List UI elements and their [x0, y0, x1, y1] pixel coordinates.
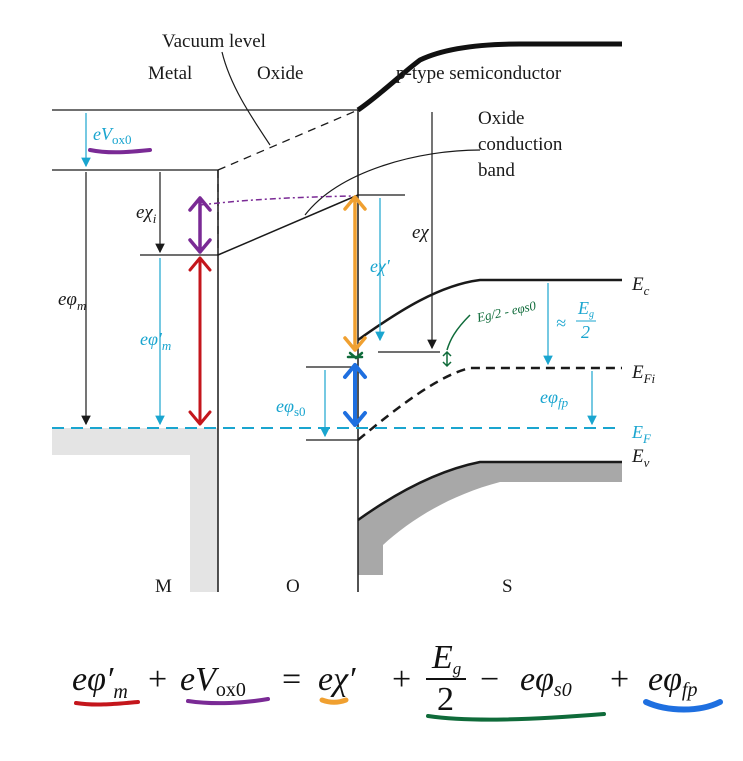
oxide-cb-leader	[304, 149, 481, 216]
eq-term-phi-m-prime: eφ′m	[72, 661, 128, 703]
e-vox0-label: eVox0	[93, 124, 131, 147]
metal-fill	[52, 428, 218, 592]
underline-blue	[643, 699, 723, 713]
eq-op-plus-1: +	[148, 661, 167, 698]
green-small-arrow	[346, 351, 364, 360]
vacuum-level-leader	[221, 51, 271, 146]
vacuum-level-semi	[356, 41, 622, 113]
handwritten-note: Eg/2 - eφs0	[475, 298, 538, 325]
region-s-label: S	[502, 576, 513, 597]
purple-dashed-link	[199, 195, 353, 206]
eg-numerator: Eg	[577, 298, 594, 320]
eq-frac-num: Eg	[431, 639, 461, 678]
ec-label: Ec	[631, 274, 650, 298]
semi-valence-fill	[358, 462, 622, 575]
eq-op-plus-3: +	[610, 661, 629, 698]
e-vox0-underline	[88, 148, 152, 155]
underline-purple	[186, 697, 270, 706]
e-phi-fp-label: eφfp	[540, 387, 569, 410]
eq-op-plus-2: +	[392, 661, 411, 698]
blue-double-arrow	[343, 363, 367, 427]
ef-label: EF	[631, 422, 652, 446]
vacuum-level-oxide-dashed	[217, 109, 359, 255]
region-m-label: M	[155, 576, 172, 597]
conduction-band	[357, 278, 622, 342]
approx-label: ≈	[556, 313, 566, 333]
efi-label: EFi	[631, 362, 656, 386]
vacuum-level-label: Vacuum level	[162, 31, 266, 52]
eq-term-vox0: eVox0	[180, 661, 246, 701]
eq-term-chi-prime: eχ′	[318, 661, 356, 698]
eq-frac-den: 2	[437, 681, 454, 718]
e-phi-m-prime-label: eφ′m	[140, 329, 171, 353]
eq-op-minus: −	[480, 661, 499, 698]
equation: eφ′m + eVox0 = eχ′ + Eg 2 − eφs0 + eφfp	[72, 639, 697, 718]
oxide-cb-label-1: Oxide	[478, 108, 524, 129]
underline-orange	[319, 697, 349, 705]
underline-red	[74, 700, 140, 707]
ev-label: Ev	[631, 446, 650, 470]
intrinsic-level-dashed	[357, 366, 622, 441]
underline-green	[426, 712, 606, 722]
oxide-cb-line	[217, 194, 359, 256]
valence-band	[357, 460, 622, 522]
metal-label: Metal	[148, 63, 192, 84]
e-chi-prime-label: eχ′	[370, 256, 391, 276]
e-phi-s0-label: eφs0	[276, 396, 306, 419]
e-chi-label: eχ	[412, 222, 429, 243]
purple-double-arrow	[188, 196, 212, 254]
region-o-label: O	[286, 576, 300, 597]
e-phi-m-label: eφm	[58, 289, 86, 313]
eg-denominator: 2	[581, 322, 590, 342]
e-chi-i-label: eχi	[136, 202, 157, 226]
eq-term-phi-s0: eφs0	[520, 661, 572, 701]
orange-double-arrow	[343, 195, 367, 352]
red-double-arrow	[188, 256, 212, 426]
eq-op-equals: =	[282, 661, 301, 698]
oxide-cb-label-2: conduction	[478, 134, 563, 155]
green-gap-arrow	[442, 350, 452, 368]
p-type-label: p-type semiconductor	[396, 63, 562, 84]
oxide-label: Oxide	[257, 63, 303, 84]
oxide-cb-label-3: band	[478, 160, 515, 181]
green-note-leader	[446, 314, 471, 351]
eq-term-phi-fp: eφfp	[648, 661, 697, 701]
